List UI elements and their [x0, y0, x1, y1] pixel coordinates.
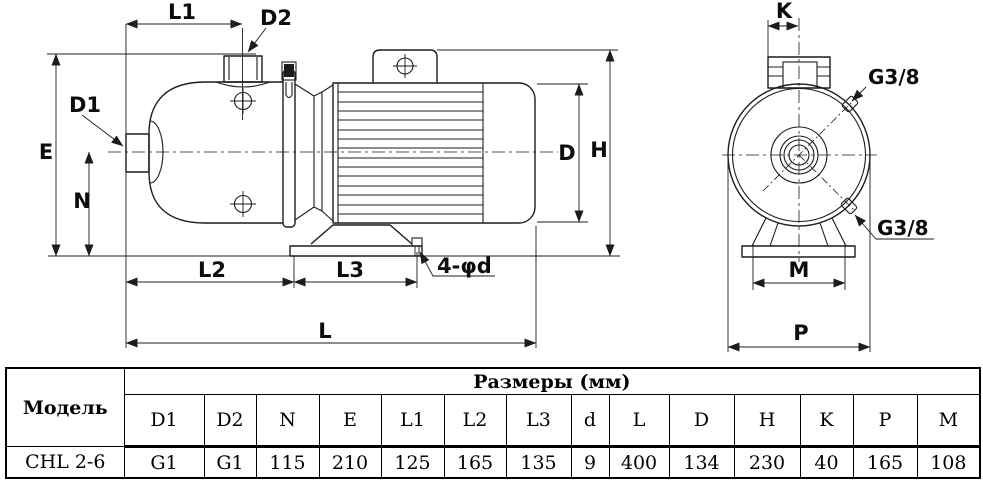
leader-d2 — [247, 27, 267, 53]
dim-label-l: L — [318, 319, 331, 343]
value-l: 400 — [608, 446, 670, 479]
value-e: 210 — [318, 446, 382, 479]
front-foot — [741, 217, 856, 258]
table-row-column-headers: D1 D2 N E L1 L2 L3 d L D H K P M — [6, 394, 981, 448]
table-row-values: CHL 2-6 G1 G1 115 210 125 165 135 9 400 … — [5, 446, 981, 479]
pump-casing — [148, 81, 283, 224]
value-n: 115 — [255, 446, 320, 479]
hub-circle-4 — [788, 144, 810, 166]
hub-circle-1 — [770, 126, 828, 184]
value-m: 108 — [916, 446, 981, 479]
value-d2: G1 — [203, 446, 257, 479]
dim-label-k: K — [776, 0, 793, 23]
dim-label-foot-holes: 4-φd — [437, 254, 492, 278]
pump-side-view: L1 D2 D1 E N L2 L3 4-φd L D H — [39, 0, 620, 348]
front-top-port — [767, 56, 831, 89]
value-h: 230 — [733, 446, 801, 479]
plug-bottom-right — [840, 197, 858, 215]
value-l3: 135 — [505, 446, 572, 479]
dim-label-h: H — [590, 138, 608, 162]
motor-lug — [372, 49, 438, 83]
dim-label-l1: L1 — [168, 0, 196, 24]
casing-plug-bottom — [230, 191, 256, 217]
lug-hole — [393, 54, 417, 78]
col-header-d: D — [668, 394, 735, 448]
suction-dome — [149, 120, 164, 184]
col-header-l3: L3 — [505, 394, 572, 448]
motor-fins — [338, 91, 483, 215]
pump-front-view: K G3/8 G3/8 M P — [722, 0, 934, 352]
dimensions-table: Модель Размеры (мм) D1 D2 N E L1 L2 L3 d… — [5, 367, 982, 479]
hub-circle-3 — [783, 139, 815, 171]
col-header-l: L — [608, 394, 670, 448]
table-header-dims: Размеры (мм) — [123, 367, 981, 395]
dim-label-l2: L2 — [198, 258, 226, 282]
col-header-m: M — [916, 394, 981, 448]
dim-label-l3: L3 — [336, 258, 364, 282]
dimensions-table-section: Модель Размеры (мм) D1 D2 N E L1 L2 L3 d… — [5, 367, 982, 479]
leader-d1 — [81, 114, 124, 147]
motor-body — [332, 82, 536, 224]
dim-label-n: N — [73, 189, 91, 213]
dim-label-d2: D2 — [260, 6, 292, 30]
col-header-e: E — [318, 394, 382, 448]
pedestal — [310, 224, 413, 245]
lantern-adapter — [294, 83, 334, 222]
casing-plug-top — [230, 88, 256, 114]
col-header-p: P — [852, 394, 918, 448]
discharge-flange — [215, 81, 271, 88]
value-p: 165 — [852, 446, 918, 479]
pump-dimension-drawing: L1 D2 D1 E N L2 L3 4-φd L D H — [39, 0, 934, 352]
value-k: 40 — [799, 446, 854, 479]
dim-label-m: M — [789, 258, 810, 282]
dim-label-e: E — [39, 140, 53, 164]
base-plate-front — [741, 245, 856, 258]
clamp-bolt — [281, 61, 297, 81]
leader-g38-top — [851, 86, 867, 102]
value-d: 134 — [668, 446, 735, 479]
dim-label-g38-top: G3/8 — [868, 65, 920, 89]
col-header-d1: D1 — [123, 394, 205, 448]
clamp-band — [282, 69, 296, 228]
col-header-k: K — [799, 394, 854, 448]
base-plate-side — [289, 245, 423, 257]
casing-circle-outer — [727, 83, 871, 227]
leader-g38-bottom — [854, 214, 934, 240]
leader-foot-holes — [419, 251, 495, 277]
value-l1: 125 — [380, 446, 445, 479]
dim-label-d1: D1 — [69, 93, 101, 117]
suction-port — [125, 133, 150, 173]
table-header-model: Модель — [5, 367, 125, 447]
discharge-port — [223, 55, 263, 83]
value-d1: G1 — [123, 446, 205, 479]
table-row-group-header: Модель Размеры (мм) — [5, 367, 981, 447]
col-header-d2: D2 — [203, 394, 257, 448]
col-header-n: N — [255, 394, 320, 448]
col-header-h: H — [733, 394, 801, 448]
foot-hole-tab — [411, 237, 423, 247]
dim-label-p: P — [793, 321, 808, 345]
value-l2: 165 — [443, 446, 507, 479]
model-name-cell: CHL 2-6 — [5, 446, 125, 479]
col-header-d-small: d — [570, 394, 610, 448]
dim-label-g38-bottom: G3/8 — [877, 216, 929, 240]
col-header-l2: L2 — [443, 394, 507, 448]
value-d-small: 9 — [570, 446, 610, 479]
hub-circle-2 — [779, 135, 819, 175]
dim-label-d: D — [558, 141, 575, 165]
col-header-l1: L1 — [380, 394, 445, 448]
